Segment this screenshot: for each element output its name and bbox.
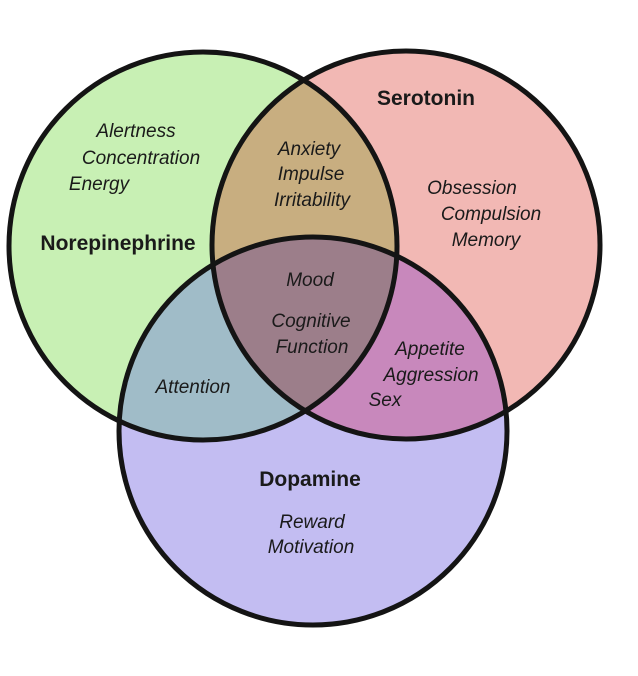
serotonin-title: Serotonin <box>377 87 475 110</box>
region-text: Mood <box>286 270 335 291</box>
norepinephrine-title: Norepinephrine <box>40 232 195 255</box>
region-text: Anxiety <box>277 139 342 160</box>
region-text: Memory <box>452 230 522 251</box>
region-text: Compulsion <box>441 204 541 225</box>
region-text: Reward <box>279 512 346 533</box>
region-text: Function <box>276 337 349 358</box>
region-text: Aggression <box>382 365 478 386</box>
dopamine-circle-outline <box>116 234 510 628</box>
region-text: Concentration <box>82 148 200 169</box>
region-text: Alertness <box>95 121 176 142</box>
region-text: Impulse <box>278 164 345 185</box>
serotonin-circle-outline <box>209 48 603 442</box>
region-text: Energy <box>69 174 131 195</box>
region-text: Obsession <box>427 178 517 199</box>
dopamine-title: Dopamine <box>259 468 361 491</box>
region-text: Irritability <box>274 190 352 211</box>
region-text: Appetite <box>394 339 465 360</box>
norepinephrine-circle-outline <box>6 49 400 443</box>
region-text: Attention <box>155 377 231 398</box>
region-text: Motivation <box>268 537 355 558</box>
region-text: Sex <box>369 390 403 411</box>
region-text: Cognitive <box>271 311 350 332</box>
